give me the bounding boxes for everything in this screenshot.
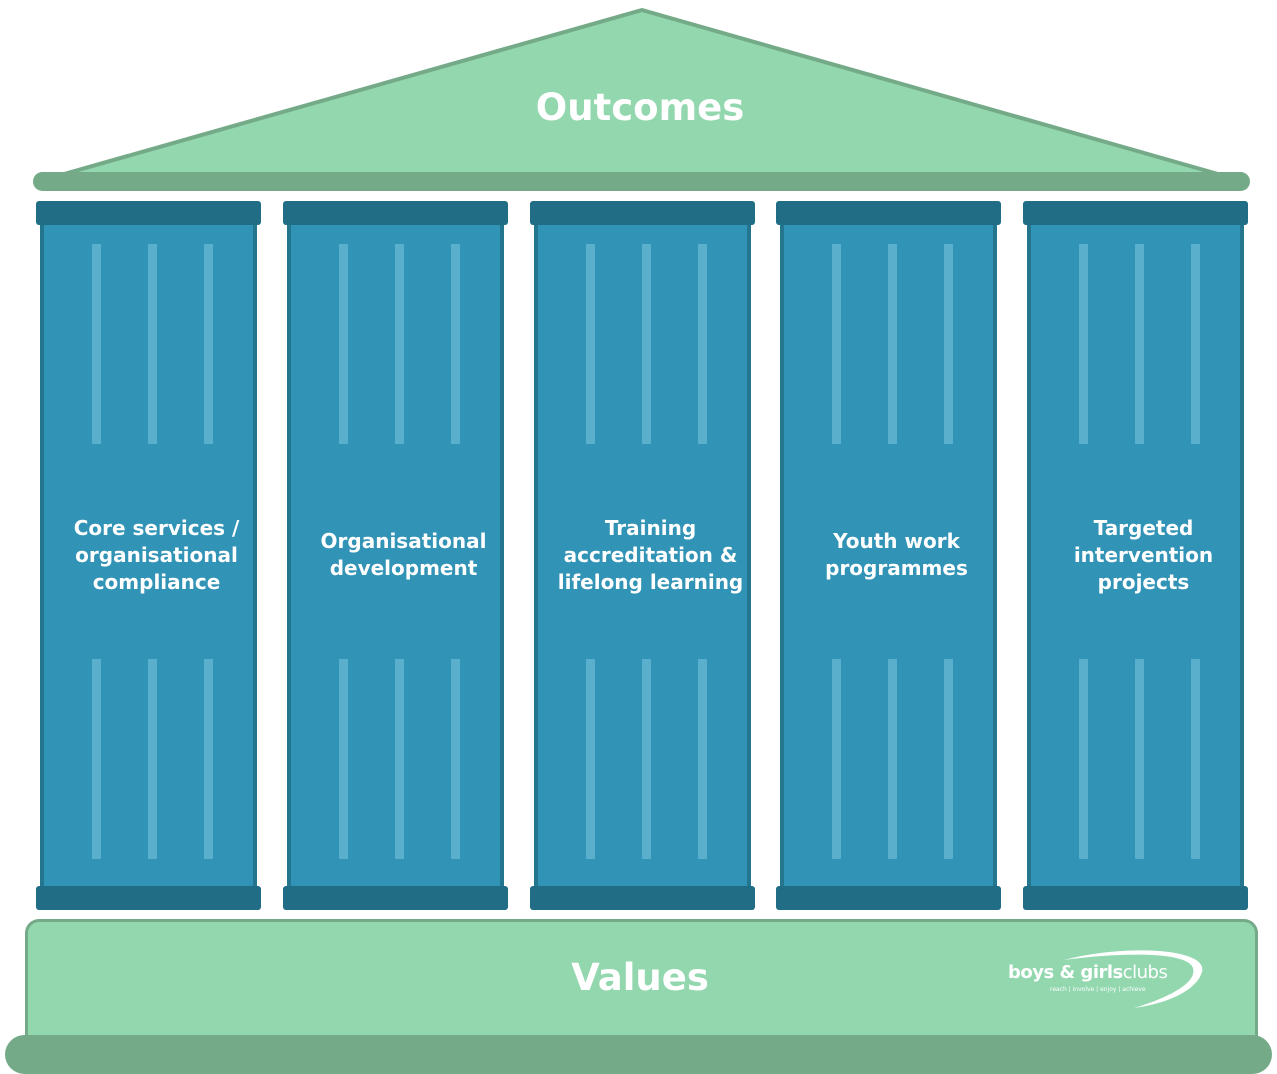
pillar-flute xyxy=(832,244,841,444)
pillar-shaft: Organisational development xyxy=(287,225,504,886)
pillar-label: Training accreditation & lifelong learni… xyxy=(557,515,744,594)
pillar: Training accreditation & lifelong learni… xyxy=(530,201,755,910)
roof xyxy=(33,8,1250,191)
base-platform xyxy=(25,919,1258,1041)
pillar-base xyxy=(530,886,755,910)
pillar-flute xyxy=(451,244,460,444)
logo-tagline: reach | involve | enjoy | achieve xyxy=(1050,986,1146,993)
pillar: Targeted intervention projects xyxy=(1023,201,1248,910)
logo-wordmark: boys & girlsclubs xyxy=(1008,962,1168,983)
pillar-base xyxy=(36,886,261,910)
pillar-flute xyxy=(148,659,157,859)
pillar-label: Core services / organisational complianc… xyxy=(73,515,240,594)
pillar-flute xyxy=(642,659,651,859)
pillar-shaft: Core services / organisational complianc… xyxy=(40,225,257,886)
pillar-shaft: Training accreditation & lifelong learni… xyxy=(534,225,751,886)
pillar-flute xyxy=(1135,244,1144,444)
roof-title: Outcomes xyxy=(535,86,745,129)
pillar-capital xyxy=(36,201,261,225)
pillar-flute xyxy=(148,244,157,444)
pillar-flute xyxy=(339,659,348,859)
pillar: Core services / organisational complianc… xyxy=(36,201,261,910)
roof-beam xyxy=(33,172,1250,191)
pillar-flute xyxy=(586,659,595,859)
pillar-flute xyxy=(944,659,953,859)
pillar-base xyxy=(1023,886,1248,910)
pillar-flute xyxy=(888,659,897,859)
base-step xyxy=(5,1035,1272,1074)
pillar-flute xyxy=(698,659,707,859)
pillar-label: Targeted intervention projects xyxy=(1073,515,1214,594)
pillar-flute xyxy=(888,244,897,444)
pillar-flute xyxy=(1135,659,1144,859)
pillar-capital xyxy=(283,201,508,225)
pillar-shaft: Targeted intervention projects xyxy=(1027,225,1244,886)
pillar-flute xyxy=(395,659,404,859)
pillar-flute xyxy=(832,659,841,859)
pillar-flute xyxy=(1079,244,1088,444)
pillar-flute xyxy=(92,659,101,859)
pillar-flute xyxy=(395,244,404,444)
pillar-flute xyxy=(204,244,213,444)
pillar-flute xyxy=(944,244,953,444)
pillar-flute xyxy=(204,659,213,859)
pillar-label: Organisational development xyxy=(320,529,487,580)
pillar-flute xyxy=(698,244,707,444)
pillar-flute xyxy=(1191,659,1200,859)
pillar-capital xyxy=(776,201,1001,225)
pillar-flute xyxy=(451,659,460,859)
pillar-flute xyxy=(1079,659,1088,859)
boys-girls-clubs-logo: boys & girlsclubs reach | involve | enjo… xyxy=(1004,946,1209,1012)
logo-name-bold: boys & girls xyxy=(1008,962,1123,983)
pillar-flute xyxy=(1191,244,1200,444)
pillar-flute xyxy=(92,244,101,444)
pillar-base xyxy=(283,886,508,910)
pillar-base xyxy=(776,886,1001,910)
base-title: Values xyxy=(571,956,709,999)
pillar-capital xyxy=(530,201,755,225)
logo-name-light: clubs xyxy=(1122,962,1168,983)
pillar-flute xyxy=(339,244,348,444)
pillar-flute xyxy=(642,244,651,444)
pillar: Youth work programmes xyxy=(776,201,1001,910)
pillar-shaft: Youth work programmes xyxy=(780,225,997,886)
pillar-capital xyxy=(1023,201,1248,225)
pillar-label: Youth work programmes xyxy=(825,529,968,580)
pillar: Organisational development xyxy=(283,201,508,910)
pillar-flute xyxy=(586,244,595,444)
